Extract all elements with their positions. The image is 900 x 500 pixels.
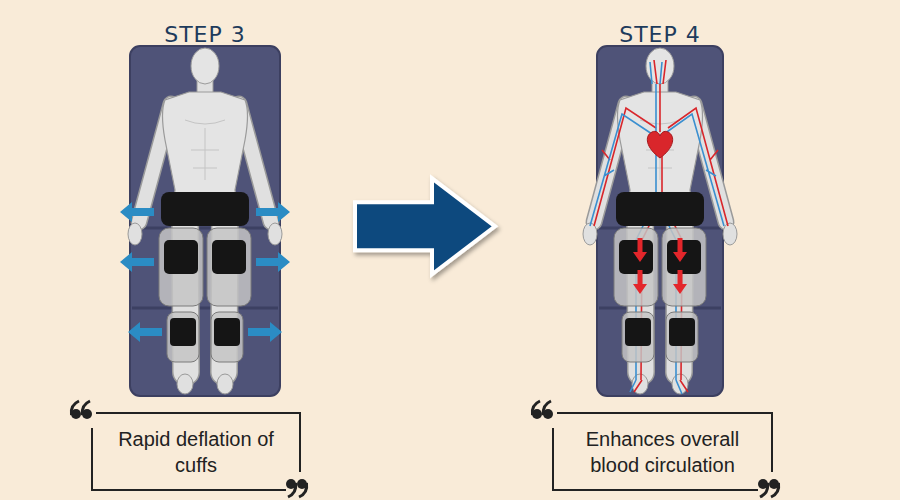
flow-arrow xyxy=(673,238,687,262)
mattress-seam xyxy=(132,227,278,230)
deflation-arrow xyxy=(248,322,282,342)
caption-text: Rapid deflation of cuffs xyxy=(104,426,288,478)
close-quote xyxy=(286,479,307,497)
compression-cuffs xyxy=(159,192,251,362)
heart xyxy=(647,131,672,158)
deflation-arrow xyxy=(256,202,290,222)
step-panel: STEP 4 xyxy=(495,14,825,400)
caption-box: Rapid deflation of cuffs xyxy=(92,413,300,490)
block-arrow xyxy=(355,178,495,274)
quote-frame xyxy=(92,413,772,490)
mattress-seam xyxy=(132,307,278,310)
open-quote xyxy=(532,401,553,419)
deflation-arrow xyxy=(256,252,290,272)
caption-box: Enhances overall blood circulation xyxy=(553,413,772,490)
compression-cuffs xyxy=(614,192,706,362)
arteries xyxy=(594,60,728,392)
deflation-arrow xyxy=(120,252,154,272)
mattress-seam xyxy=(599,307,721,310)
step4-illustration xyxy=(583,46,737,396)
open-quote xyxy=(71,401,92,419)
flow-arrow xyxy=(633,270,647,294)
human-figure xyxy=(583,48,737,394)
step3-illustration xyxy=(120,46,290,396)
human-figure xyxy=(128,48,282,394)
flow-arrow xyxy=(633,238,647,262)
mattress-seam xyxy=(599,227,721,230)
step-heading: STEP 3 xyxy=(55,22,355,47)
blood-vessels xyxy=(590,60,728,394)
close-quote xyxy=(758,479,779,497)
deflation-arrow xyxy=(128,322,162,342)
caption-text: Enhances overall blood circulation xyxy=(565,426,760,478)
veins xyxy=(590,62,724,394)
deflation-arrow xyxy=(120,202,154,222)
step-heading: STEP 4 xyxy=(495,22,825,47)
flow-arrow xyxy=(673,270,687,294)
step-panel: STEP 3 xyxy=(55,14,355,400)
